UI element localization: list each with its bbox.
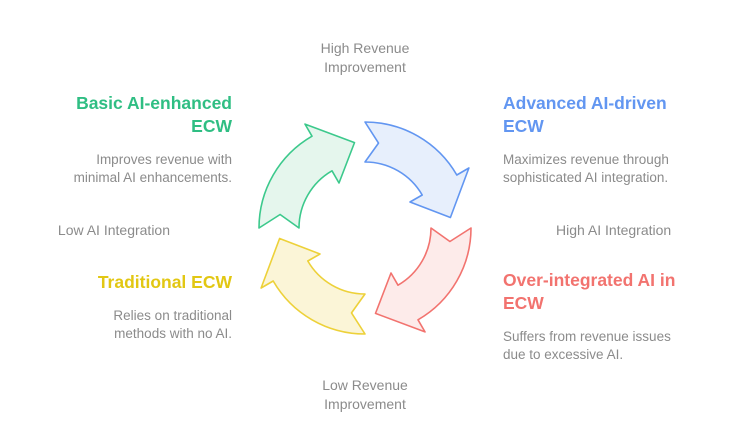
cycle-arrow-red-icon xyxy=(374,227,472,333)
cycle-arrow-yellow-icon xyxy=(260,237,366,335)
axis-label-top: High Revenue Improvement xyxy=(320,40,410,75)
quadrant-advanced-ai-driven: Advanced AI-driven ECW Maximizes revenue… xyxy=(503,92,681,188)
quadrant-basic-ai-enhanced: Basic AI-enhanced ECW Improves revenue w… xyxy=(52,92,232,188)
quadrant-traditional: Traditional ECW Relies on traditional me… xyxy=(42,271,232,344)
quadrant-description: Relies on traditional methods with no AI… xyxy=(113,307,232,342)
axis-label-right: High AI Integration xyxy=(556,222,672,238)
quadrant-description: Improves revenue with minimal AI enhance… xyxy=(73,151,232,186)
quadrant-title: Basic AI-enhanced ECW xyxy=(76,93,232,136)
quadrant-description: Suffers from revenue issues due to exces… xyxy=(503,328,671,363)
cycle-diagram xyxy=(258,121,472,335)
quadrant-over-integrated: Over-integrated AI in ECW Suffers from r… xyxy=(503,269,689,365)
axis-label-left: Low AI Integration xyxy=(57,222,170,238)
quadrant-title: Advanced AI-driven ECW xyxy=(503,93,667,136)
axis-label-bottom: Low Revenue Improvement xyxy=(322,377,408,412)
quadrant-description: Maximizes revenue through sophisticated … xyxy=(503,151,669,186)
cycle-arrow-blue-icon xyxy=(364,121,470,219)
quadrant-title: Traditional ECW xyxy=(97,272,232,292)
cycle-arrow-green-icon xyxy=(258,123,356,229)
quadrant-title: Over-integrated AI in ECW xyxy=(503,270,676,313)
